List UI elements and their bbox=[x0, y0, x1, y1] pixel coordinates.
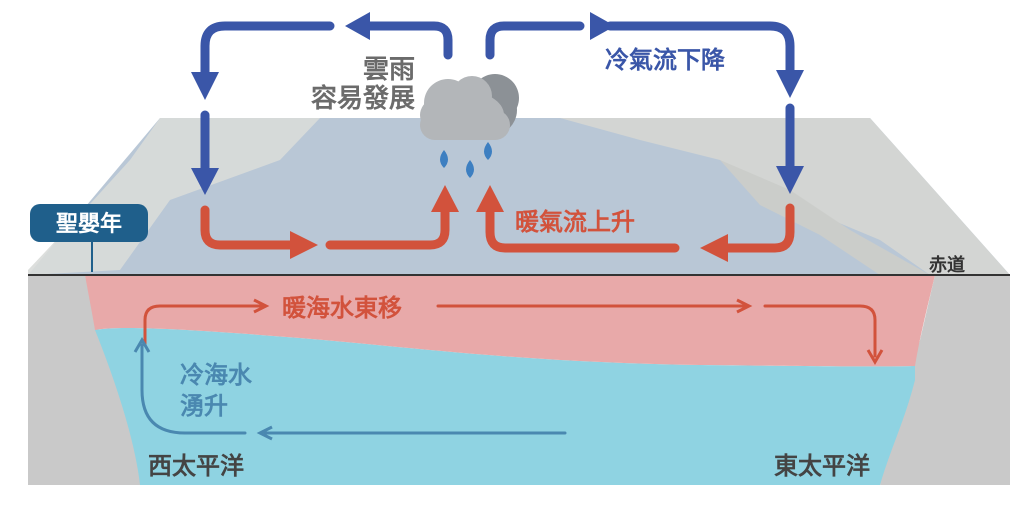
arrowhead-blue-left-top bbox=[345, 12, 370, 40]
arrowhead-red-right-up bbox=[476, 185, 504, 212]
cold-air-down-label: 冷氣流下降 bbox=[605, 46, 726, 74]
arrowhead-red-right-west bbox=[700, 234, 728, 262]
east-pacific-label: 東太平洋 bbox=[774, 452, 870, 480]
east-side-wall bbox=[880, 275, 1010, 485]
arrowhead-red-left-up bbox=[431, 185, 459, 212]
arrowhead-red-left-east bbox=[290, 231, 318, 259]
el-nino-badge: 聖嬰年 bbox=[30, 204, 148, 272]
cold-water-label-line2: 湧升 bbox=[180, 392, 228, 420]
arrowhead-warm-down bbox=[866, 349, 884, 365]
cloud-icon bbox=[420, 74, 519, 140]
west-side-wall bbox=[28, 275, 140, 485]
warm-water-layer bbox=[85, 275, 935, 367]
badge-label: 聖嬰年 bbox=[56, 211, 122, 237]
arrowhead-warm-east-1 bbox=[253, 298, 270, 314]
arrowhead-blue-left-bottom bbox=[191, 168, 219, 195]
arrowhead-cold-west bbox=[256, 425, 273, 441]
arrowhead-warm-east-2 bbox=[736, 298, 753, 314]
warm-water-current-arrow bbox=[143, 304, 877, 358]
west-pacific-label: 西太平洋 bbox=[148, 452, 244, 480]
arrowhead-cold-up bbox=[133, 337, 151, 353]
arrowhead-blue-right-bottom bbox=[776, 166, 804, 194]
cloud-develop-label: 容易發展 bbox=[311, 83, 415, 114]
arrowhead-blue-right-mid bbox=[776, 70, 804, 98]
arrowhead-blue-left-mid bbox=[191, 72, 219, 100]
central-america-landmass bbox=[720, 160, 930, 275]
equator-label: 赤道 bbox=[929, 254, 965, 276]
right-rising-air-arrow bbox=[485, 203, 795, 253]
cold-water-current-arrow bbox=[140, 343, 567, 435]
warm-water-east-label: 暖海水東移 bbox=[282, 294, 402, 322]
cold-water-layer bbox=[95, 327, 915, 485]
arrowhead-blue-right-top bbox=[590, 12, 615, 40]
warm-air-up-label: 暖氣流上升 bbox=[515, 208, 635, 236]
left-rising-air-arrow bbox=[200, 203, 450, 250]
cloud-rain-label: 雲雨 bbox=[363, 55, 415, 85]
cold-water-label-line1: 冷海水 bbox=[180, 361, 253, 389]
raindrops-icon bbox=[440, 142, 492, 178]
